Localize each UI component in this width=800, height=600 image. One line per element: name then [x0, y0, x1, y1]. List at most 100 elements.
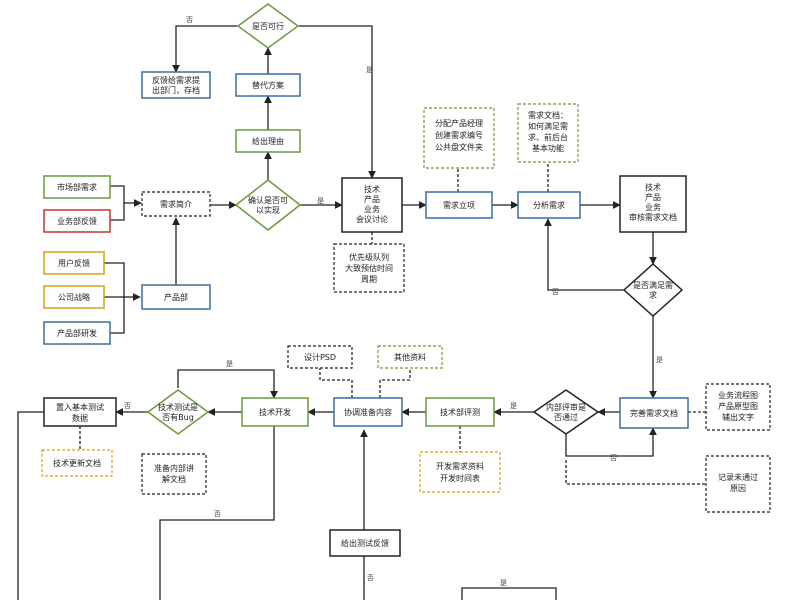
box-assign-pm: 分配产品经理 创建需求编号 公共盘文件夹 — [423, 107, 495, 169]
company-strategy-label: 公司战略 — [58, 292, 90, 302]
box-feedback-archive: 反馈给需求提 出部门，存档 — [141, 71, 211, 99]
edge-labels: 否 是 是 否 是 是 否 是 否 否 否 是 — [124, 16, 663, 587]
box-flow-chart: 业务流程图 产品原型图 辅出文字 — [705, 383, 771, 431]
priority-line2: 大致预估时间 — [345, 263, 393, 273]
box-demand-brief: 需求简介 — [141, 191, 211, 217]
has-bug-line2: 否有Bug — [162, 412, 194, 422]
review-meeting-line3: 业务 — [364, 204, 380, 214]
tech-update-doc-label: 技术更新文档 — [53, 458, 101, 468]
biz-feedback-label: 业务部反馈 — [57, 216, 97, 226]
edge-label-no: 否 — [186, 16, 193, 24]
demand-brief-label: 需求简介 — [160, 199, 192, 209]
box-internal-doc: 准备内部讲 解文档 — [141, 453, 207, 495]
edge-label-yes: 是 — [226, 360, 233, 368]
box-priority-queue: 优先级队列 大致预估时间 周期 — [333, 243, 405, 293]
box-other-materials: 其他资料 — [377, 345, 443, 369]
flow-chart-line2: 产品原型图 — [718, 401, 758, 411]
doc-note-line3: 求、前后台 — [528, 132, 568, 142]
edge-label-yes: 是 — [510, 402, 517, 410]
product-dept-label: 产品部 — [164, 292, 188, 302]
analyze-demand-label: 分析需求 — [533, 200, 565, 210]
test-feedback-label: 给出测试反馈 — [341, 538, 389, 548]
decision-feasible: 是否可行 — [236, 3, 300, 49]
box-coordinate: 协调准备内容 — [333, 397, 403, 427]
review-meeting-line2: 产品 — [364, 194, 380, 204]
record-reason-line2: 原因 — [730, 484, 746, 493]
review-meeting-line1: 技术 — [364, 184, 380, 194]
insert-test-line1: 置入基本测试 — [56, 402, 104, 412]
edge-label-yes: 是 — [656, 356, 663, 364]
box-market-demand: 市场部需求 — [43, 175, 111, 199]
edge-label-yes: 是 — [500, 579, 507, 587]
product-rd-label: 产品部研发 — [57, 328, 97, 338]
insert-test-line2: 数据 — [72, 413, 88, 423]
meets-line2: 求 — [649, 290, 657, 300]
box-biz-feedback: 业务部反馈 — [43, 209, 111, 233]
dev-schedule-line2: 开发时间表 — [440, 473, 480, 483]
box-analyze-demand: 分析需求 — [517, 191, 581, 219]
decision-meets-demand: 是否满足需 求 — [622, 262, 684, 318]
box-demand-doc-note: 需求文档： 如何满足需 求、前后台 基本功能 — [517, 103, 579, 163]
box-record-reason: 记录未通过 原因 — [705, 455, 771, 513]
edge-label-no: 否 — [367, 574, 374, 582]
coordinate-label: 协调准备内容 — [344, 407, 392, 417]
decision-confirm-feasible: 确认是否可 以实现 — [234, 179, 302, 231]
priority-line1: 优先级队列 — [349, 252, 389, 262]
improve-doc-label: 完善需求文档 — [630, 408, 678, 418]
box-improve-doc: 完善需求文档 — [619, 397, 689, 429]
assign-pm-line2: 创建需求编号 — [435, 130, 483, 140]
demand-project-label: 需求立项 — [443, 200, 475, 210]
box-insert-test: 置入基本测试 数据 — [43, 397, 117, 427]
box-demand-project: 需求立项 — [425, 191, 493, 219]
record-reason-line1: 记录未通过 — [718, 472, 758, 482]
meets-line1: 是否满足需 — [633, 280, 673, 290]
doc-note-line2: 如何满足需 — [528, 121, 568, 131]
review-doc-line2: 产品 — [645, 192, 661, 202]
feedback-archive-line1: 反馈给需求提 — [152, 75, 200, 85]
tech-dev-label: 技术开发 — [259, 407, 291, 417]
edge-label-no: 否 — [610, 454, 617, 462]
user-feedback-label: 用户反馈 — [58, 258, 90, 268]
market-demand-label: 市场部需求 — [57, 182, 97, 192]
box-tech-dev: 技术开发 — [241, 397, 309, 427]
decision-internal-review: 内部评审是 否通过 — [532, 389, 600, 435]
box-product-rd: 产品部研发 — [43, 321, 111, 345]
connectors — [17, 25, 706, 600]
priority-line3: 周期 — [361, 275, 377, 284]
feedback-archive-line2: 出部门，存档 — [152, 85, 200, 95]
confirm-line1: 确认是否可 — [248, 195, 288, 205]
review-doc-line3: 业务 — [645, 202, 661, 212]
box-tech-review: 技术部评测 — [425, 397, 495, 427]
doc-note-line4: 基本功能 — [532, 143, 564, 153]
box-test-feedback: 给出测试反馈 — [329, 529, 401, 557]
box-user-feedback: 用户反馈 — [43, 251, 105, 275]
edge-label-no: 否 — [214, 510, 221, 518]
box-tech-update-doc: 技术更新文档 — [41, 449, 113, 477]
assign-pm-line1: 分配产品经理 — [435, 118, 483, 128]
design-psd-label: 设计PSD — [304, 352, 336, 362]
edge-label-no: 否 — [552, 288, 559, 296]
confirm-line2: 以实现 — [256, 205, 280, 215]
assign-pm-line3: 公共盘文件夹 — [435, 142, 483, 152]
tech-review-label: 技术部评测 — [440, 407, 480, 417]
other-materials-label: 其他资料 — [394, 352, 426, 362]
decision-has-bug: 技术测试是 否有Bug — [146, 389, 210, 435]
alt-plan-label: 替代方案 — [252, 80, 284, 90]
edge-label-yes: 是 — [366, 66, 373, 74]
edge-label-no: 否 — [124, 402, 131, 410]
box-give-reason: 给出理由 — [235, 129, 301, 153]
internal-doc-line1: 准备内部讲 — [154, 463, 194, 473]
box-review-doc: 技术 产品 业务 审核需求文档 — [619, 175, 687, 233]
has-bug-line1: 技术测试是 — [158, 402, 198, 412]
review-doc-line1: 技术 — [645, 182, 661, 192]
dev-schedule-line1: 开发需求资料 — [436, 461, 484, 471]
review-doc-line4: 审核需求文档 — [629, 212, 677, 222]
internal-doc-line2: 解文档 — [162, 474, 186, 484]
internal-review-line2: 否通过 — [554, 412, 578, 422]
decision-feasible-label: 是否可行 — [252, 21, 284, 31]
box-dev-schedule: 开发需求资料 开发时间表 — [419, 451, 501, 493]
box-product-dept: 产品部 — [141, 284, 211, 310]
give-reason-label: 给出理由 — [252, 136, 284, 146]
review-meeting-line4: 会议讨论 — [356, 214, 388, 224]
